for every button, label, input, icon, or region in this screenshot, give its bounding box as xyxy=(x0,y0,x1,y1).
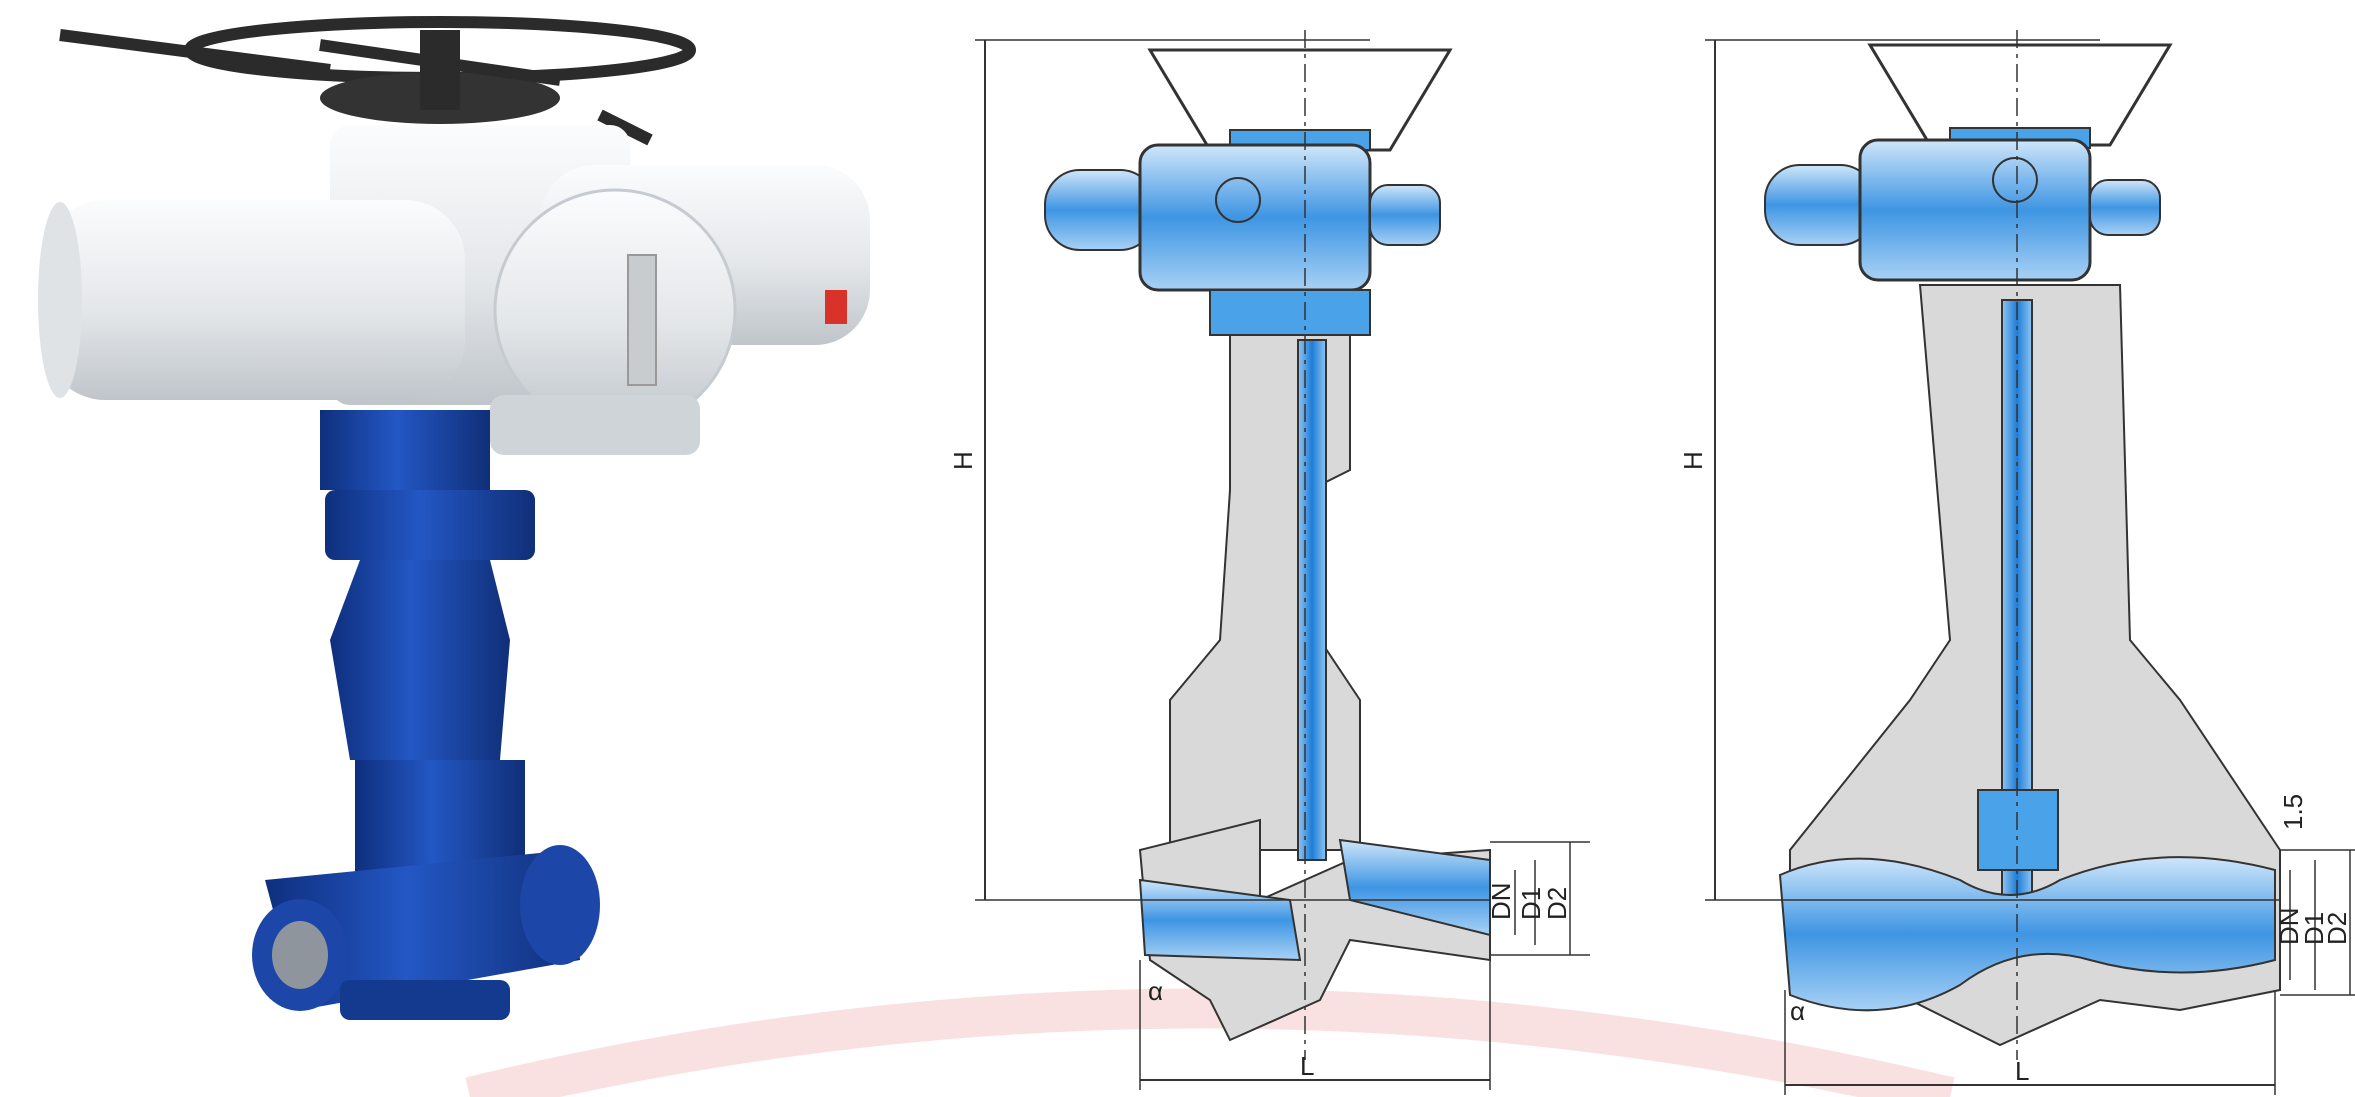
valve-body xyxy=(252,410,600,1020)
dim-d2-label: D2 xyxy=(1542,887,1572,920)
dim-alpha-label: α xyxy=(1790,996,1805,1026)
dim-d2-label: D2 xyxy=(2322,912,2352,945)
dim-h-label: H xyxy=(1678,451,1708,470)
dim-h-label: H xyxy=(948,451,978,470)
actuator-housing xyxy=(38,125,870,455)
drawing-right: H L α 1.5 DN D1 D2 xyxy=(1678,30,2355,1095)
dim-d1-label: D1 xyxy=(1516,887,1546,920)
dim-d1-label: D1 xyxy=(2299,912,2329,945)
dim-l-label: L xyxy=(1300,1051,1314,1081)
dim-offset-label: 1.5 xyxy=(2278,794,2308,830)
dim-l-label: L xyxy=(2015,1056,2029,1086)
dim-dn-label: DN xyxy=(1486,882,1516,920)
handwheel-icon xyxy=(59,16,696,146)
dim-alpha-label: α xyxy=(1148,976,1163,1006)
valve-photo xyxy=(38,16,870,1020)
drawing-left: H L α DN D1 D2 xyxy=(948,30,1590,1090)
dim-dn-label: DN xyxy=(2274,907,2304,945)
